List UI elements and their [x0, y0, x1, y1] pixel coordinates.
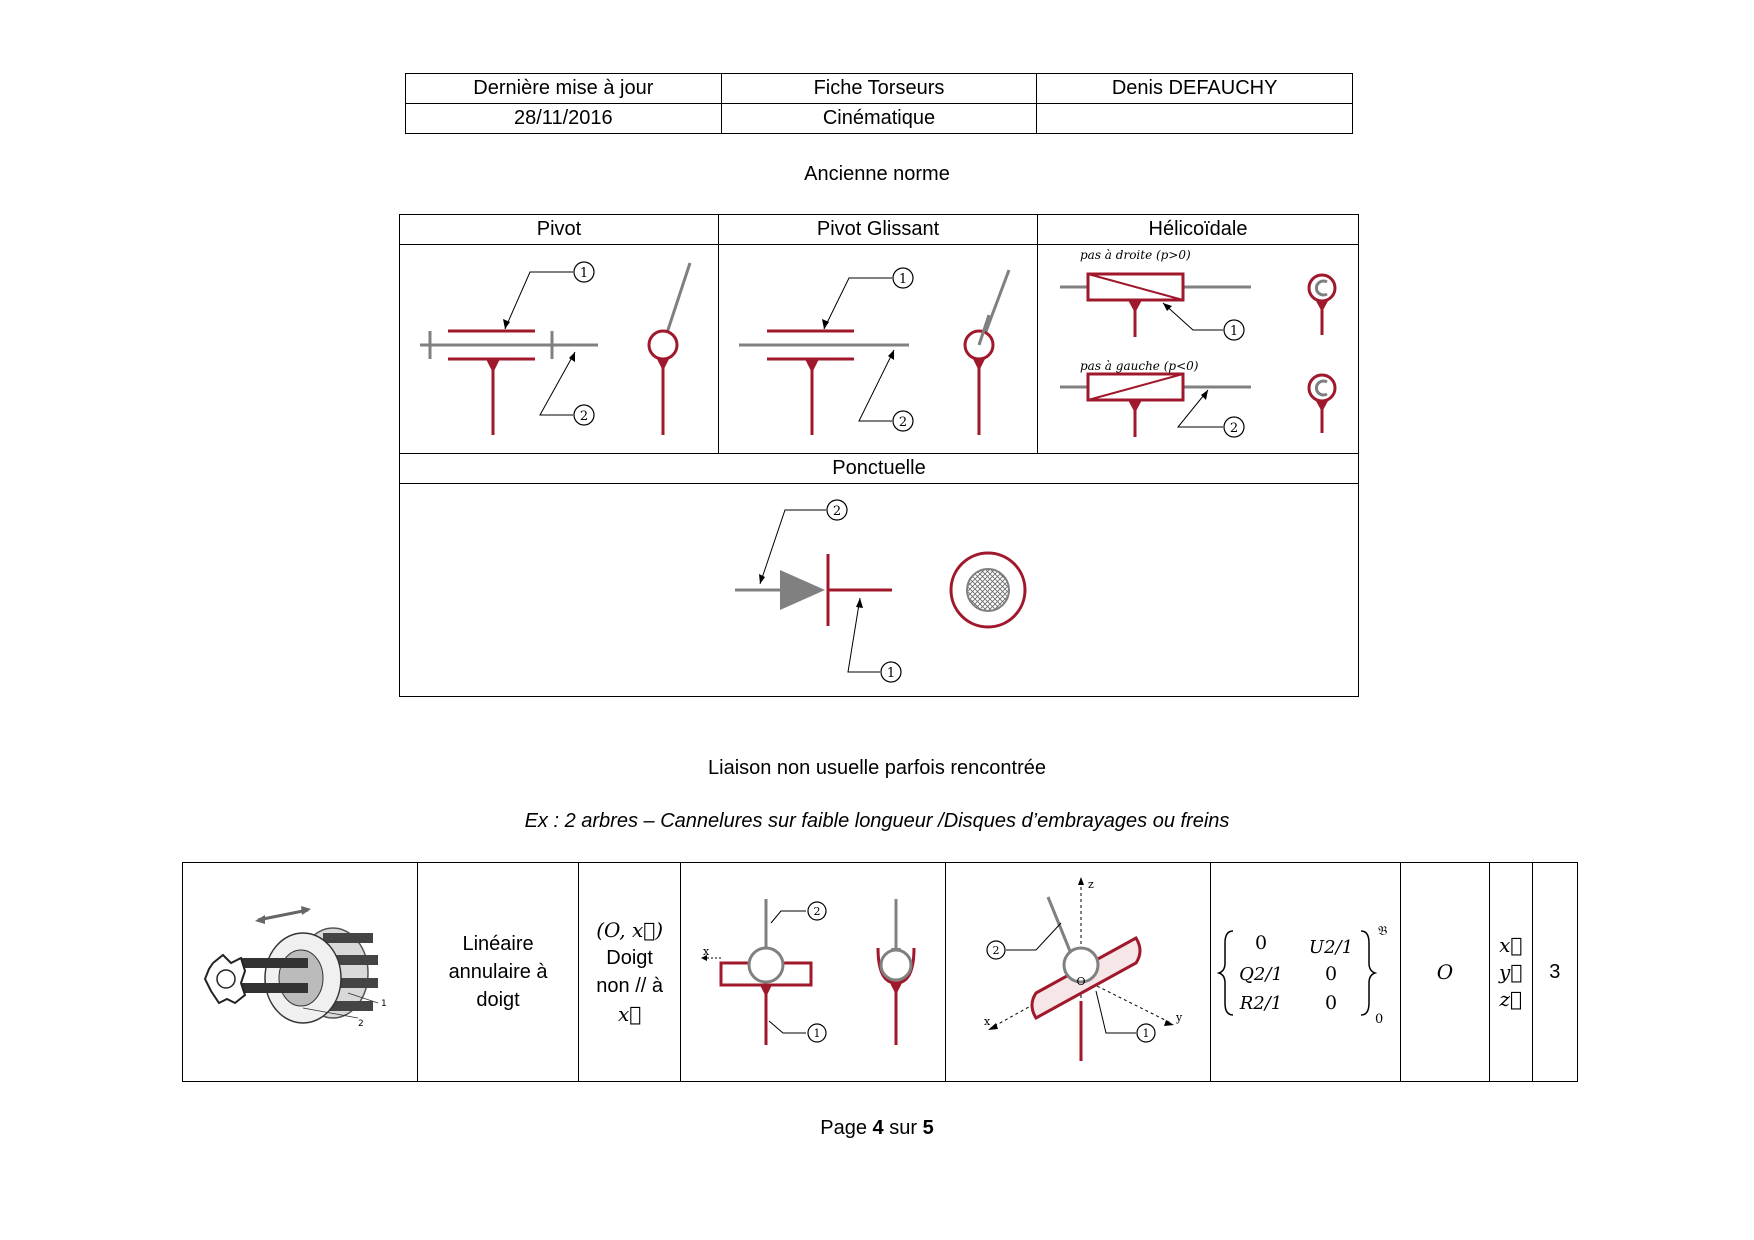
header-table: Dernière mise à jour Fiche Torseurs Deni… — [405, 73, 1353, 134]
origin-label: O — [1077, 975, 1086, 988]
liaison-axis-cell: (O, x⃗) Doigt non // à x⃗ — [578, 862, 682, 1082]
header-cell-title: Fiche Torseurs — [720, 73, 1038, 104]
page-footer: Page 4 sur 5 — [0, 1117, 1754, 1140]
marker-2: 2 — [814, 905, 821, 918]
axis-finger-label: Doigt — [606, 947, 653, 969]
marker-1: 1 — [1230, 324, 1238, 339]
planar-symbol-cell: 2 1 x — [680, 862, 947, 1082]
directions-cell: x⃗ y⃗ z⃗ — [1488, 862, 1533, 1082]
torsor-v-y: 0 — [1325, 963, 1337, 985]
axis-not-parallel-label: non // à — [596, 975, 663, 997]
torsor-basis: 𝔅 — [1378, 924, 1387, 939]
section-title-old-norm: Ancienne norme — [804, 163, 950, 185]
spatial-symbol-cell: z x y O 2 1 — [945, 862, 1212, 1082]
marker-1: 1 — [580, 266, 588, 281]
torsor-point: 0 — [1375, 1012, 1383, 1027]
ponctuelle-symbol-diagram: 2 1 — [735, 499, 1027, 683]
header-cell-date: 28/11/2016 — [405, 103, 722, 134]
ponctuelle-header: Ponctuelle — [399, 453, 1359, 484]
axis-label-z: z — [1088, 878, 1094, 891]
header-cell-empty — [1036, 103, 1353, 134]
marker-2: 2 — [833, 504, 841, 519]
section-title-unusual: Liaison non usuelle parfois rencontrée — [708, 757, 1046, 779]
kinematic-torsor-cell: 0 U2/1 Q2/1 0 R2/1 0 𝔅 0 — [1210, 862, 1402, 1082]
header-cell-last-update-label: Dernière mise à jour — [405, 73, 722, 104]
degrees-of-freedom-cell: 3 — [1531, 862, 1579, 1082]
col-header-pivot: Pivot — [399, 214, 719, 245]
pivot-glissant-symbol-diagram: 1 2 — [739, 267, 1011, 435]
liaison-name-cell: Linéaire annulaire à doigt — [416, 862, 580, 1082]
old-norm-table: Pivot Pivot Glissant Hélicoïdale 1 2 — [399, 214, 1359, 697]
pivot-glissant-diagram-cell: 1 2 — [718, 244, 1038, 454]
col-header-pivot-glissant: Pivot Glissant — [718, 214, 1038, 245]
axis-label-y: y — [1175, 1011, 1183, 1024]
photo-label-1: 1 — [381, 999, 387, 1009]
unusual-liaison-table: 1 2 Linéaire annulaire à doigt (O, x⃗) D… — [182, 862, 1579, 1082]
liaison-name: Linéaire annulaire à doigt — [448, 933, 548, 1011]
marker-1: 1 — [814, 1027, 821, 1040]
footer-middle: sur — [883, 1117, 923, 1139]
direction-y: y⃗ — [1499, 959, 1523, 984]
marker-1: 1 — [887, 666, 895, 681]
header-cell-subject: Cinématique — [720, 103, 1038, 134]
marker-1: 1 — [1143, 1027, 1150, 1040]
spline-shaft-illustration: 1 2 — [203, 906, 387, 1029]
footer-prefix: Page — [820, 1117, 873, 1139]
section-example: Ex : 2 arbres – Cannelures sur faible lo… — [524, 810, 1230, 832]
axis-label-x: x — [703, 945, 710, 958]
torsor-v-z: 0 — [1325, 992, 1337, 1014]
axis-label-x: x — [984, 1015, 991, 1028]
lineaire-annulaire-doigt-3d-symbol: z x y O 2 1 — [984, 877, 1183, 1061]
col-header-helicoidale: Hélicoïdale — [1037, 214, 1359, 245]
photo-label-2: 2 — [358, 1019, 364, 1029]
lineaire-annulaire-doigt-planar-symbol: 2 1 x — [701, 899, 916, 1045]
label-pas-a-droite: pas à droite (p>0) — [1080, 248, 1191, 262]
direction-z: z⃗ — [1499, 986, 1522, 1011]
torsor-omega-x: 0 — [1255, 932, 1267, 954]
marker-2: 2 — [899, 415, 907, 430]
marker-2: 2 — [580, 409, 588, 424]
spline-shaft-photo-cell: 1 2 — [182, 862, 418, 1082]
reduction-point-cell: O — [1400, 862, 1490, 1082]
pivot-symbol-diagram: 1 2 — [420, 261, 692, 435]
footer-page-total: 5 — [922, 1117, 934, 1139]
kinematic-torsor: 0 U2/1 Q2/1 0 R2/1 0 𝔅 0 — [1216, 924, 1388, 1027]
marker-2: 2 — [993, 944, 1000, 957]
helicoidale-diagram-cell: pas à droite (p>0) 1 pas à gauche (p<0) — [1037, 244, 1359, 454]
pivot-diagram-cell: 1 2 — [399, 244, 719, 454]
ponctuelle-diagram-cell: 2 1 — [399, 483, 1359, 697]
torsor-omega-z: R2/1 — [1239, 993, 1283, 1014]
direction-x: x⃗ — [1499, 932, 1523, 957]
header-cell-author: Denis DEFAUCHY — [1036, 73, 1353, 104]
label-pas-a-gauche: pas à gauche (p<0) — [1080, 359, 1199, 373]
axis-definition: (O, x⃗) — [596, 918, 664, 942]
marker-2: 2 — [1230, 421, 1238, 436]
torsor-v-x: U2/1 — [1309, 937, 1353, 958]
axis-vector: x⃗ — [617, 1002, 642, 1026]
helicoidale-symbol-diagram: pas à droite (p>0) 1 pas à gauche (p<0) — [1060, 248, 1337, 438]
footer-page-number: 4 — [872, 1117, 884, 1139]
torsor-omega-y: Q2/1 — [1239, 964, 1283, 985]
marker-1: 1 — [899, 272, 907, 287]
